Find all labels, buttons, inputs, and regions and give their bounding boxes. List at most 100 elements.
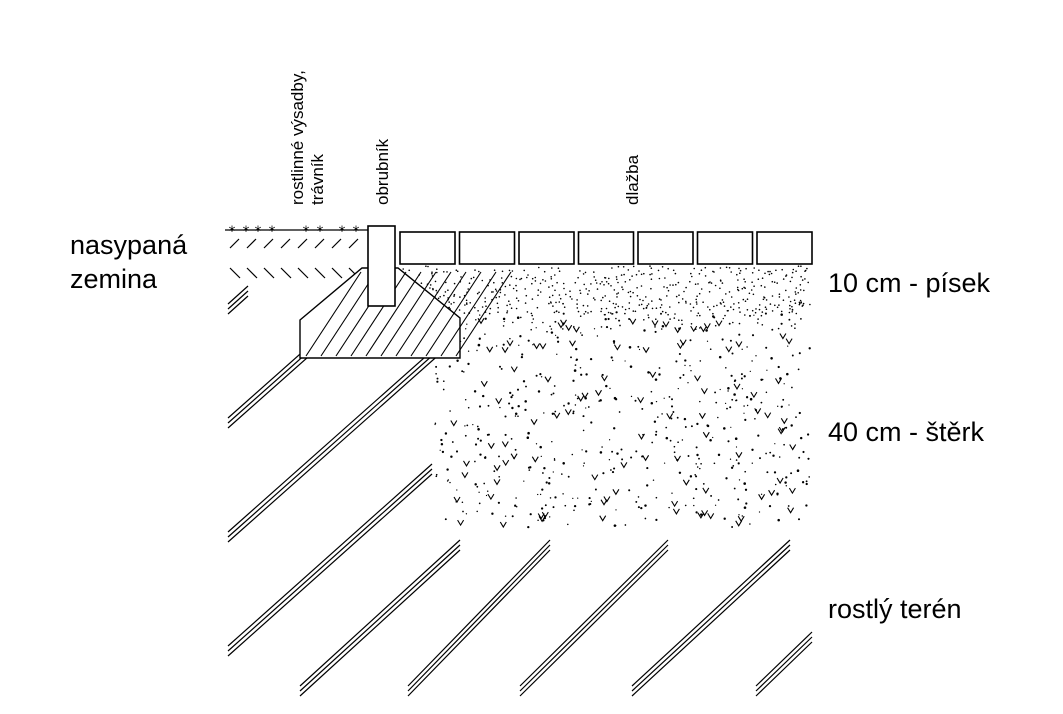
fill-hatch-line bbox=[246, 238, 257, 249]
gravel-dot bbox=[537, 390, 541, 393]
gravel-dot bbox=[802, 450, 805, 454]
sand-dot bbox=[543, 270, 546, 273]
gravel-dot bbox=[684, 426, 687, 428]
gravel-dot bbox=[581, 334, 583, 336]
gravel-dot bbox=[535, 443, 538, 445]
gravel-dot bbox=[646, 484, 649, 487]
sand-dot bbox=[501, 270, 504, 273]
gravel-stone bbox=[495, 398, 503, 405]
sand-dot bbox=[768, 273, 771, 276]
sand-dot bbox=[730, 296, 733, 298]
fill-soil-label-line1: nasypaná bbox=[70, 230, 188, 260]
gravel-dot bbox=[587, 406, 590, 408]
gravel-dot bbox=[567, 475, 570, 478]
gravel-dot bbox=[628, 346, 632, 349]
gravel-dot bbox=[476, 510, 478, 513]
gravel-stone bbox=[758, 494, 766, 501]
gravel-dot bbox=[585, 373, 588, 376]
gravel-dot bbox=[434, 423, 436, 426]
curb-label: obrubník bbox=[373, 138, 392, 205]
sand-dot bbox=[617, 281, 619, 284]
foundation-hatch-line bbox=[440, 271, 497, 357]
sand-dot bbox=[776, 306, 779, 309]
gravel-dot bbox=[449, 410, 451, 412]
gravel-dot bbox=[788, 318, 791, 321]
gravel-dot bbox=[523, 480, 525, 482]
sand-dot bbox=[588, 290, 590, 292]
gravel-dot bbox=[446, 480, 449, 482]
sand-dot bbox=[635, 273, 638, 276]
sand-dot bbox=[809, 303, 811, 306]
gravel-dot bbox=[744, 488, 748, 491]
sand-dot bbox=[732, 308, 735, 311]
gravel-dot bbox=[668, 506, 670, 509]
gravel-stone bbox=[779, 333, 787, 340]
gravel-dot bbox=[724, 314, 726, 317]
sand-dot bbox=[699, 314, 701, 317]
sand-dot bbox=[456, 270, 459, 273]
sand-dot bbox=[690, 310, 692, 312]
gravel-stone bbox=[777, 428, 785, 435]
foundation-hatch-line bbox=[455, 271, 512, 357]
gravel-dot bbox=[695, 488, 698, 491]
gravel-dot bbox=[753, 314, 755, 316]
gravel-dot bbox=[602, 472, 605, 475]
gravel-dot bbox=[791, 354, 794, 357]
sand-dot bbox=[556, 281, 558, 284]
sand-dot bbox=[791, 311, 793, 313]
sand-dot bbox=[607, 311, 610, 314]
gravel-dot bbox=[671, 492, 673, 494]
sand-dot bbox=[799, 299, 802, 302]
gravel-dot bbox=[749, 370, 751, 373]
gravel-stone bbox=[733, 383, 741, 390]
gravel-dot bbox=[567, 402, 570, 405]
sand-dot bbox=[781, 268, 783, 271]
sand-dot bbox=[453, 282, 456, 285]
gravel-dot bbox=[508, 402, 511, 405]
grass-symbols: ******** bbox=[225, 224, 368, 240]
gravel-dot bbox=[731, 352, 734, 355]
sand-dot bbox=[431, 271, 433, 274]
gravel-dot bbox=[502, 343, 505, 346]
gravel-dot bbox=[551, 440, 553, 443]
gravel-dot bbox=[670, 417, 673, 420]
ground-hatch-line bbox=[227, 295, 249, 315]
sand-dot bbox=[448, 306, 451, 309]
gravel-dot bbox=[654, 378, 658, 381]
gravel-dot bbox=[563, 404, 565, 407]
sand-dot bbox=[690, 323, 693, 325]
gravel-dot bbox=[580, 373, 583, 376]
sand-dot bbox=[520, 277, 523, 280]
sand-dot bbox=[611, 313, 614, 315]
gravel-dot bbox=[539, 445, 542, 449]
gravel-dot bbox=[698, 457, 700, 460]
gravel-stone bbox=[461, 472, 469, 479]
sand-dot bbox=[803, 289, 805, 292]
gravel-dot bbox=[713, 462, 716, 465]
gravel-dot bbox=[493, 470, 496, 473]
gravel-dot bbox=[466, 424, 469, 427]
gravel-dot bbox=[673, 445, 676, 448]
gravel-dot bbox=[503, 320, 505, 323]
sand-dot bbox=[661, 310, 664, 313]
gravel-dot bbox=[434, 422, 437, 425]
gravel-dot bbox=[478, 337, 481, 340]
sand-dot bbox=[534, 276, 537, 279]
gravel-stone bbox=[649, 371, 657, 379]
gravel-dot bbox=[671, 398, 673, 401]
gravel-dot bbox=[524, 400, 527, 403]
sand-dot bbox=[655, 307, 658, 310]
gravel-dot bbox=[573, 369, 577, 372]
gravel-dot bbox=[577, 497, 579, 499]
sand-dot bbox=[673, 317, 676, 319]
sand-dot bbox=[489, 307, 492, 310]
fill-hatch-line bbox=[263, 267, 275, 279]
gravel-dot bbox=[635, 500, 638, 503]
foundation-hatch-line bbox=[425, 271, 482, 357]
sand-dot bbox=[669, 284, 671, 286]
sand-dot bbox=[602, 296, 604, 299]
gravel-stone bbox=[700, 388, 708, 395]
gravel-dot bbox=[478, 405, 482, 408]
sand-dot bbox=[683, 290, 685, 293]
sand-dot bbox=[650, 278, 653, 281]
